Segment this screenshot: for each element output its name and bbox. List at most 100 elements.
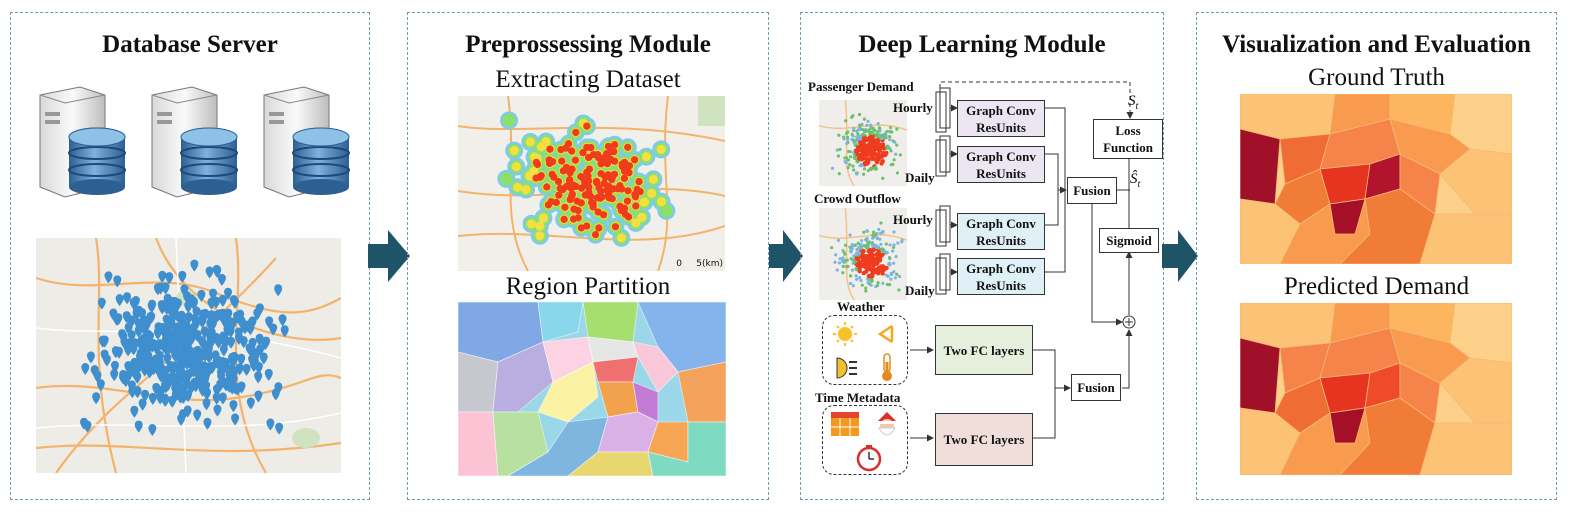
poi-pin bbox=[115, 294, 124, 307]
heat-blob bbox=[572, 128, 580, 137]
density-point bbox=[837, 133, 841, 137]
server-icon bbox=[151, 86, 238, 198]
poi-pin bbox=[161, 282, 170, 295]
poi-pin bbox=[255, 303, 264, 316]
heat-blob bbox=[556, 184, 564, 193]
hourly-label: Hourly bbox=[893, 212, 933, 227]
poi-pin bbox=[184, 355, 193, 368]
poi-pin bbox=[179, 391, 188, 404]
density-point bbox=[855, 247, 859, 252]
predicted-demand-map bbox=[1240, 303, 1512, 475]
poi-pin bbox=[200, 361, 209, 374]
poi-pin bbox=[176, 367, 185, 380]
density-point bbox=[896, 241, 900, 245]
density-point bbox=[855, 152, 860, 157]
poi-pin bbox=[254, 390, 263, 403]
density-point bbox=[851, 134, 855, 138]
poi-pin bbox=[262, 336, 271, 349]
density-point bbox=[841, 264, 845, 268]
density-point bbox=[892, 270, 896, 274]
heat-blob bbox=[525, 137, 535, 147]
density-point bbox=[849, 250, 853, 254]
density-point bbox=[846, 130, 850, 134]
density-point bbox=[856, 145, 862, 150]
heat-blob bbox=[521, 184, 531, 195]
heat-blob bbox=[591, 230, 600, 239]
density-point bbox=[869, 251, 875, 257]
poi-pin bbox=[86, 351, 95, 364]
flow-arrow bbox=[1162, 230, 1198, 282]
heat-blob bbox=[625, 168, 633, 177]
heat-blob bbox=[524, 171, 535, 181]
s-t-label: St bbox=[1128, 93, 1139, 112]
density-point bbox=[857, 245, 861, 250]
poi-pin bbox=[158, 302, 167, 315]
density-point bbox=[877, 227, 881, 232]
poi-pin bbox=[148, 392, 157, 405]
sun-icon bbox=[833, 322, 857, 346]
region-partition-map bbox=[458, 302, 726, 476]
density-point bbox=[871, 236, 875, 240]
density-point bbox=[851, 243, 855, 248]
poi-pin bbox=[202, 386, 211, 399]
density-point bbox=[893, 140, 897, 144]
heat-blob bbox=[502, 113, 516, 128]
crowd-outflow-label: Crowd Outflow bbox=[814, 191, 901, 206]
density-point bbox=[838, 257, 842, 261]
heat-blob bbox=[568, 165, 576, 173]
heat-blob bbox=[535, 231, 545, 241]
poi-pin bbox=[174, 311, 183, 324]
density-point bbox=[875, 236, 880, 241]
heat-blob bbox=[603, 149, 611, 158]
density-point bbox=[845, 264, 849, 269]
poi-pin bbox=[110, 369, 119, 382]
poi-pin bbox=[219, 344, 228, 357]
poi-pin bbox=[121, 375, 130, 388]
density-point bbox=[877, 126, 882, 130]
density-point bbox=[864, 137, 869, 143]
poi-pin bbox=[216, 360, 225, 373]
density-point bbox=[889, 149, 893, 153]
poi-pin bbox=[111, 346, 120, 359]
poi-pin bbox=[97, 297, 106, 310]
poi-pin bbox=[113, 275, 122, 288]
poi-pin bbox=[183, 343, 192, 356]
density-point bbox=[860, 139, 866, 145]
density-point bbox=[853, 139, 857, 143]
heat-blob bbox=[541, 136, 551, 147]
density-point bbox=[855, 171, 860, 175]
poi-pin bbox=[274, 284, 283, 297]
passenger-demand-label: Passenger Demand bbox=[808, 79, 914, 94]
heat-blob bbox=[656, 197, 667, 207]
heat-blob bbox=[583, 143, 591, 152]
graph-conv-resunits-box: Graph Conv ResUnits bbox=[957, 258, 1045, 295]
density-point bbox=[865, 236, 869, 241]
density-point bbox=[866, 273, 872, 279]
heat-blob bbox=[571, 156, 580, 164]
density-point bbox=[884, 273, 888, 277]
density-point bbox=[873, 166, 879, 171]
heat-blob bbox=[610, 157, 619, 165]
density-point bbox=[857, 112, 862, 117]
poi-pin bbox=[236, 309, 245, 322]
density-point bbox=[859, 239, 864, 243]
heat-blob bbox=[620, 204, 629, 212]
heat-blob bbox=[587, 198, 596, 207]
heat-blob bbox=[635, 177, 643, 186]
poi-pin bbox=[254, 371, 263, 384]
poi-pin bbox=[231, 413, 240, 426]
time-metadata-label: Time Metadata bbox=[815, 390, 901, 405]
density-point bbox=[858, 276, 862, 280]
density-point bbox=[859, 245, 864, 249]
heat-blob bbox=[538, 213, 548, 223]
heat-blob bbox=[574, 206, 582, 215]
density-point bbox=[880, 271, 885, 276]
poi-pin bbox=[271, 388, 280, 401]
density-point bbox=[888, 130, 892, 134]
density-point bbox=[892, 261, 896, 265]
poi-pin bbox=[178, 270, 187, 283]
poi-pin bbox=[145, 355, 154, 368]
poi-pin bbox=[250, 348, 259, 361]
density-point bbox=[889, 163, 893, 167]
density-point bbox=[881, 230, 885, 235]
